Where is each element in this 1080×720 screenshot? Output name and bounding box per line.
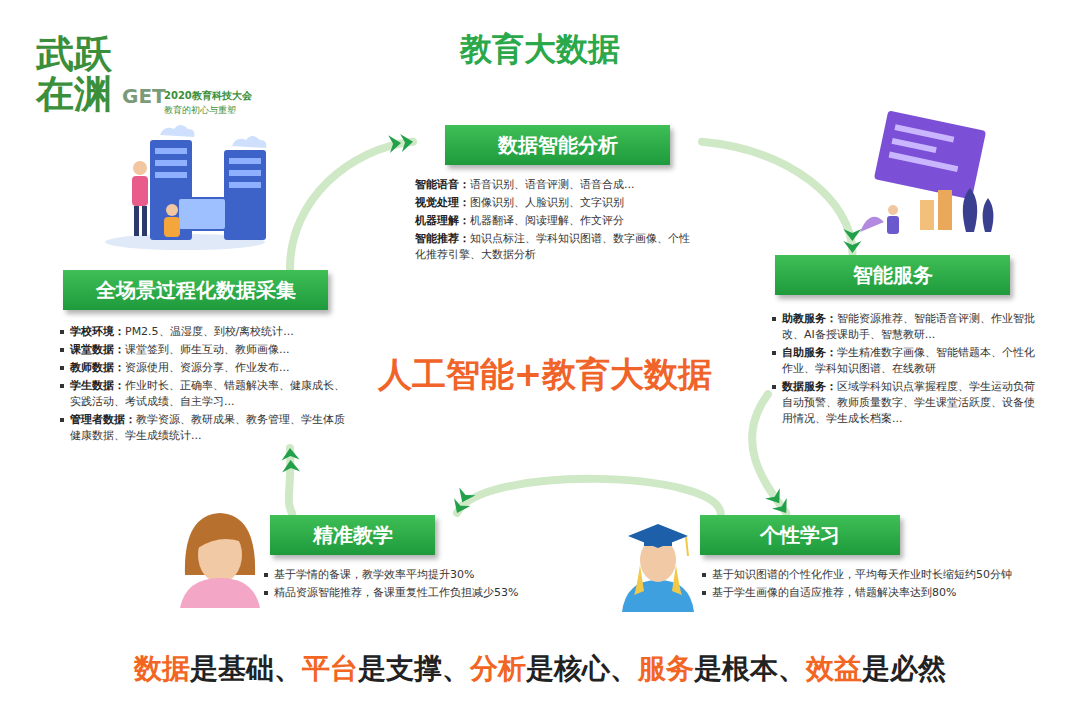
cycle-connector [702, 142, 853, 253]
bullet-mark [702, 573, 706, 577]
detail-text: 自助服务：学生精准数字画像、智能错题本、个性化作业、学科知识图谱、在线教研 [770, 345, 1045, 377]
logo-calligraphy: 武跃在渊 [36, 34, 116, 114]
cycle-node: 全场景过程化数据采集学校环境：PM2.5、温湿度、到校/离校统计... 课堂数据：… [58, 270, 348, 446]
green-banner: 智能服务 [775, 255, 1010, 295]
cycle-connector [289, 448, 292, 513]
detail-text: 课堂数据：课堂签到、师生互动、教师画像... [58, 342, 348, 358]
logo-event: 2020教育科技大会 [164, 89, 252, 103]
bullet-mark [60, 348, 64, 352]
node-body: 学校环境：PM2.5、温湿度、到校/离校统计... 课堂数据：课堂签到、师生互动、… [58, 324, 348, 444]
student-avatar [622, 524, 694, 612]
teacher-avatar [180, 513, 260, 608]
cycle-connector [752, 394, 786, 513]
slogan-part: 分析是核心、 [470, 650, 638, 688]
node-body: 智能语音：语音识别、语音评测、语音合成... 视觉处理：图像识别、人脸识别、文字识… [415, 177, 700, 263]
node-body: 助教服务：智能资源推荐、智能语音评测、作业智批改、AI备授课助手、智慧教研...… [770, 311, 1045, 427]
center-label: 人工智能+教育大数据 [345, 352, 745, 398]
detail-text: 基于学情的备课，教学效率平均提升30% [262, 567, 562, 583]
diagram-title: 教育大数据 [0, 28, 1080, 72]
detail-text: 数据服务：区域学科知识点掌握程度、学生运动负荷自动预警、教师质量数字、学生课堂活… [770, 379, 1045, 427]
bullet-mark [264, 591, 268, 595]
slogan-part: 效益是必然 [806, 650, 946, 688]
slogan-part: 平台是支撑、 [302, 650, 470, 688]
cycle-connector [290, 142, 413, 268]
green-banner: 全场景过程化数据采集 [63, 270, 328, 310]
detail-text: 基于学生画像的自适应推荐，错题解决率达到80% [700, 585, 1045, 601]
logo-slogan: 教育的初心与重塑 [164, 104, 236, 117]
detail-text: 视觉处理：图像识别、人脸识别、文字识别 [415, 195, 700, 211]
bullet-mark [60, 330, 64, 334]
analytics-illustration [860, 110, 993, 234]
logo-get: GET [122, 84, 166, 108]
green-banner: 数据智能分析 [445, 125, 670, 165]
cycle-connector [457, 479, 721, 513]
slogan-part: 服务是根本、 [638, 650, 806, 688]
cycle-node: 精准教学基于学情的备课，教学效率平均提升30% 精品资源智能推荐，备课重复性工作负… [262, 515, 562, 603]
green-banner: 个性学习 [700, 515, 900, 555]
bullet-mark [772, 385, 776, 389]
cycle-node: 个性学习基于知识图谱的个性化作业，平均每天作业时长缩短约50分钟基于学生画像的自… [700, 515, 1045, 603]
detail-text: 学校环境：PM2.5、温湿度、到校/离校统计... [58, 324, 348, 340]
bullet-mark [772, 351, 776, 355]
node-body: 基于知识图谱的个性化作业，平均每天作业时长缩短约50分钟基于学生画像的自适应推荐… [700, 567, 1045, 601]
detail-text: 智能语音：语音识别、语音评测、语音合成... [415, 177, 700, 193]
cycle-node: 智能服务助教服务：智能资源推荐、智能语音评测、作业智批改、AI备授课助手、智慧教… [770, 255, 1045, 429]
detail-text: 管理者数据：教学资源、教研成果、教务管理、学生体质健康数据、学生成绩统计... [58, 412, 348, 444]
bullet-mark [60, 418, 64, 422]
node-body: 基于学情的备课，教学效率平均提升30% 精品资源智能推荐，备课重复性工作负担减少5… [262, 567, 562, 601]
detail-text: 精品资源智能推荐，备课重复性工作负担减少53% [262, 585, 562, 601]
detail-text: 学生数据：作业时长、正确率、错题解决率、健康成长、实践活动、考试成绩、自主学习.… [58, 378, 348, 410]
slogan-part: 数据是基础、 [134, 650, 302, 688]
bullet-mark [60, 366, 64, 370]
detail-text: 助教服务：智能资源推荐、智能语音评测、作业智批改、AI备授课助手、智慧教研... [770, 311, 1045, 343]
detail-text: 基于知识图谱的个性化作业，平均每天作业时长缩短约50分钟 [700, 567, 1045, 583]
bullet-mark [702, 591, 706, 595]
green-banner: 精准教学 [270, 515, 435, 555]
detail-text: 机器理解：机器翻译、阅读理解、作文评分 [415, 213, 700, 229]
detail-text: 教师数据：资源使用、资源分享、作业发布... [58, 360, 348, 376]
detail-text: 智能推荐：知识点标注、学科知识图谱、数字画像、个性化推荐引擎、大数据分析 [415, 231, 700, 263]
bullet-mark [772, 317, 776, 321]
bullet-mark [60, 384, 64, 388]
cycle-node: 数据智能分析智能语音：语音识别、语音评测、语音合成... 视觉处理：图像识别、人脸… [415, 125, 700, 265]
server-illustration [105, 125, 266, 250]
bullet-mark [264, 573, 268, 577]
